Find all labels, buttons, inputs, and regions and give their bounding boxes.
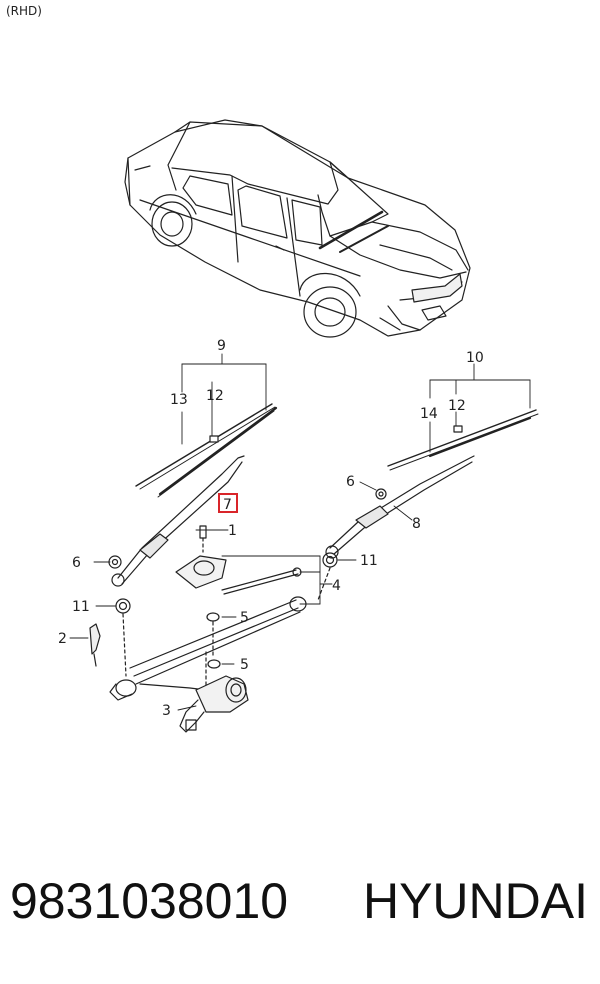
- car-illustration: [124, 119, 471, 338]
- callout-4: 4: [332, 578, 341, 594]
- callout-9: 9: [217, 338, 226, 354]
- dashed-guides: [122, 567, 331, 689]
- leader-lines: [69, 353, 531, 711]
- callout-6-right: 6: [346, 474, 355, 490]
- cap-6-right: [375, 488, 387, 500]
- footer: 9831038010 HYUNDAI: [0, 872, 600, 952]
- callout-6-left: 6: [72, 555, 81, 571]
- wiper-blade-13: [135, 403, 278, 498]
- bushing-5-upper: [206, 612, 220, 622]
- wiper-blade-14: [387, 409, 539, 471]
- bushing-5-lower: [207, 659, 221, 669]
- highlight-box: [218, 493, 238, 513]
- wiper-arm-8: [325, 455, 475, 559]
- callout-labels: 9 13 12 7 1 6 11 2 5 5 3 4 11 10 14 12 6…: [58, 338, 484, 719]
- bolt-2: [89, 623, 101, 667]
- nut-6-left: [108, 555, 122, 569]
- callout-12-right: 12: [448, 398, 466, 414]
- drive-side-tag: (RHD): [6, 4, 42, 18]
- brand-name: HYUNDAI: [362, 873, 588, 929]
- callout-2: 2: [58, 631, 67, 647]
- callout-5-lower: 5: [240, 657, 249, 673]
- wiper-motor: [179, 675, 249, 733]
- nut-11-right: [322, 552, 338, 568]
- callout-7: 7: [223, 497, 232, 513]
- callout-13: 13: [170, 392, 188, 408]
- bolt-1: [199, 525, 207, 553]
- wiper-linkage: [109, 555, 307, 701]
- callout-12-left: 12: [206, 388, 224, 404]
- callout-10: 10: [466, 350, 484, 366]
- wiper-arm-7: [111, 455, 245, 587]
- callout-11-left: 11: [72, 599, 90, 615]
- nut-11-left: [115, 598, 131, 614]
- callout-8: 8: [412, 516, 421, 532]
- callout-14: 14: [420, 406, 438, 422]
- callout-1: 1: [228, 523, 237, 539]
- callout-11-right: 11: [360, 553, 378, 569]
- callout-5-upper: 5: [240, 610, 249, 626]
- part-number: 9831038010: [10, 873, 289, 929]
- callout-3: 3: [162, 703, 171, 719]
